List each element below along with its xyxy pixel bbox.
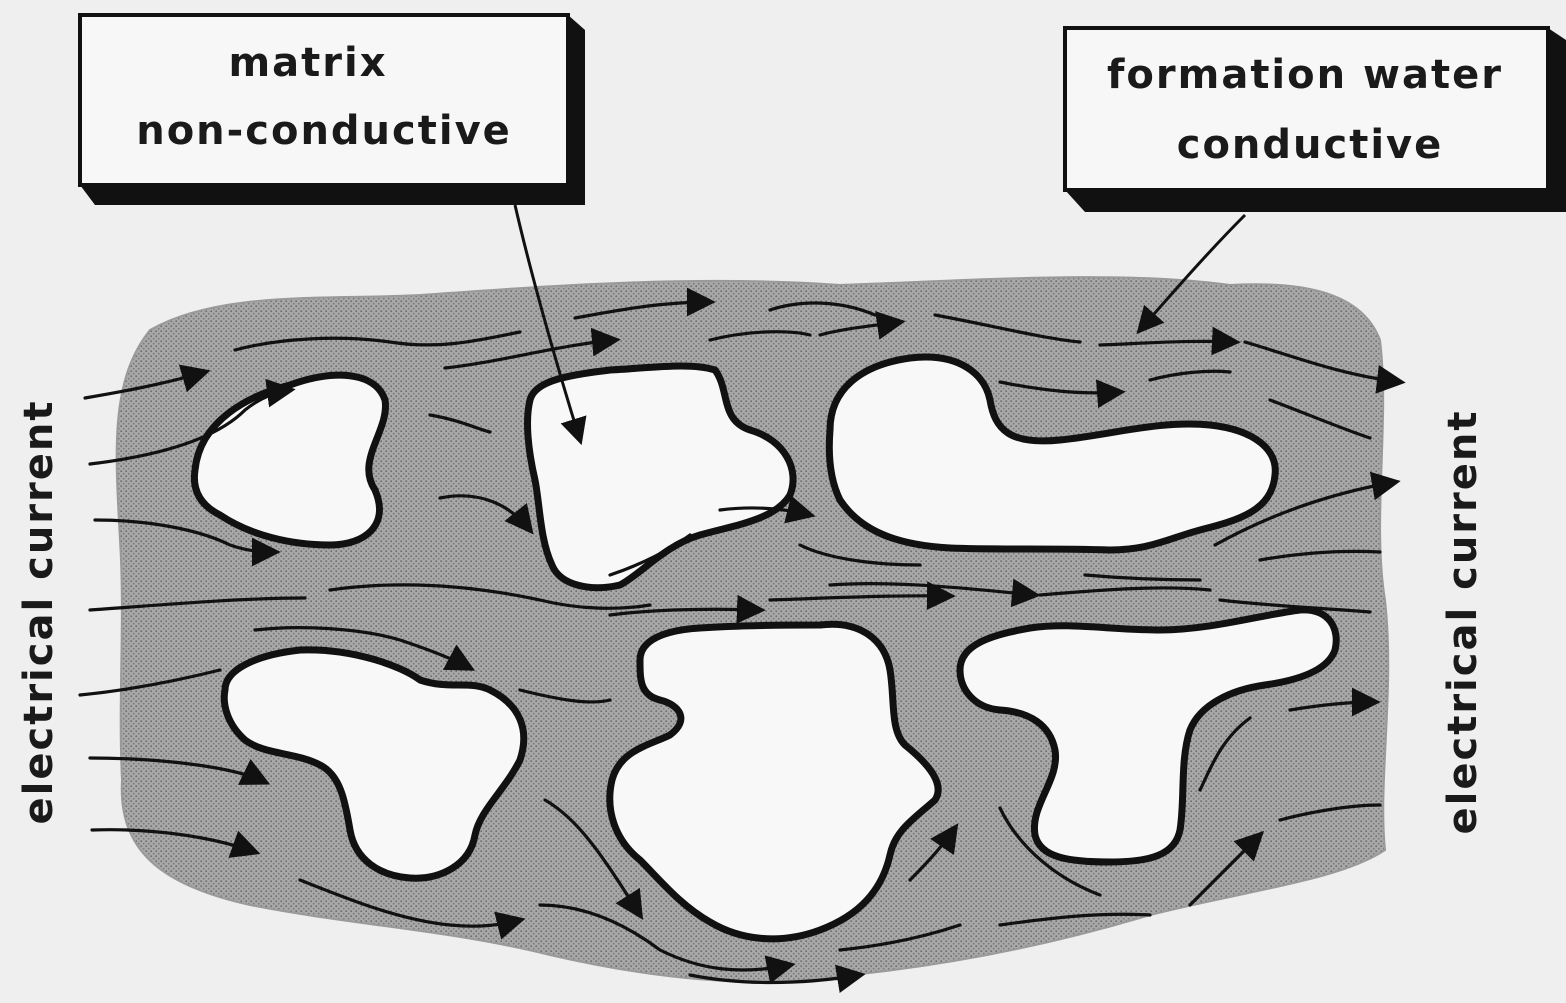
water-label-line1: formation water — [1107, 52, 1503, 98]
matrix-label-box: matrix non-conductive — [80, 15, 585, 205]
matrix-label-line1: matrix — [228, 40, 387, 86]
water-label-box: formation water conductive — [1065, 28, 1566, 212]
water-label-line2: conductive — [1177, 122, 1444, 168]
current-label-left: electrical current — [16, 400, 62, 825]
matrix-label-line2: non-conductive — [136, 108, 512, 154]
current-label-right: electrical current — [1440, 410, 1486, 835]
